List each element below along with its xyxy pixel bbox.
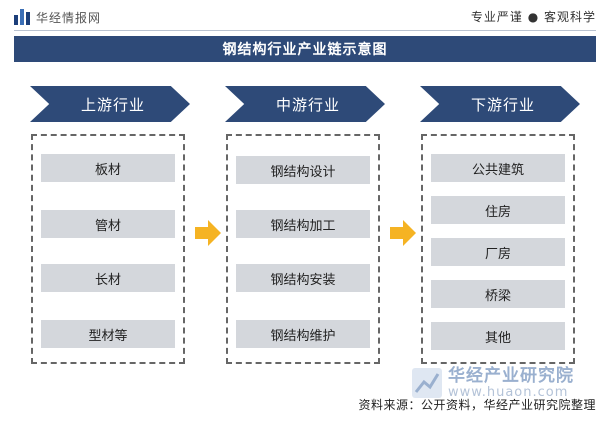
midstream-item: 钢结构加工 — [236, 210, 370, 238]
watermark-name: 华经产业研究院 — [448, 366, 574, 386]
flow-arrow-icon — [195, 220, 221, 246]
stage-upstream-box — [31, 134, 185, 364]
downstream-item: 厂房 — [431, 238, 565, 266]
downstream-item: 桥梁 — [431, 280, 565, 308]
watermark-logo: 华经产业研究院 www.huaon.com — [412, 367, 574, 400]
stage-midstream-box — [226, 134, 380, 364]
midstream-item: 钢结构维护 — [236, 320, 370, 348]
brand-logo-icon — [14, 9, 30, 25]
header-divider — [14, 30, 596, 31]
downstream-item: 住房 — [431, 196, 565, 224]
diagram-title: 钢结构行业产业链示意图 — [14, 36, 596, 62]
upstream-item: 长材 — [41, 264, 175, 292]
source-note: 资料来源：公开资料，华经产业研究院整理 — [358, 398, 596, 412]
brand: 华经情报网 — [14, 7, 101, 27]
downstream-item: 公共建筑 — [431, 154, 565, 182]
downstream-item: 其他 — [431, 322, 565, 350]
brand-name: 华经情报网 — [36, 10, 102, 25]
slogan: 专业严谨 ● 客观科学 — [470, 10, 596, 24]
flow-arrow-icon — [390, 220, 416, 246]
upstream-item: 板材 — [41, 154, 175, 182]
watermark-url: www.huaon.com — [448, 384, 569, 400]
upstream-item: 管材 — [41, 210, 175, 238]
stage-downstream-label: 下游行业 — [420, 86, 580, 122]
stage-downstream-box — [421, 134, 575, 364]
midstream-item: 钢结构安装 — [236, 264, 370, 292]
upstream-item: 型材等 — [41, 320, 175, 348]
midstream-item: 钢结构设计 — [236, 156, 370, 184]
stage-midstream-label: 中游行业 — [225, 86, 385, 122]
stage-upstream-label: 上游行业 — [30, 86, 190, 122]
watermark-logo-icon — [412, 368, 442, 399]
